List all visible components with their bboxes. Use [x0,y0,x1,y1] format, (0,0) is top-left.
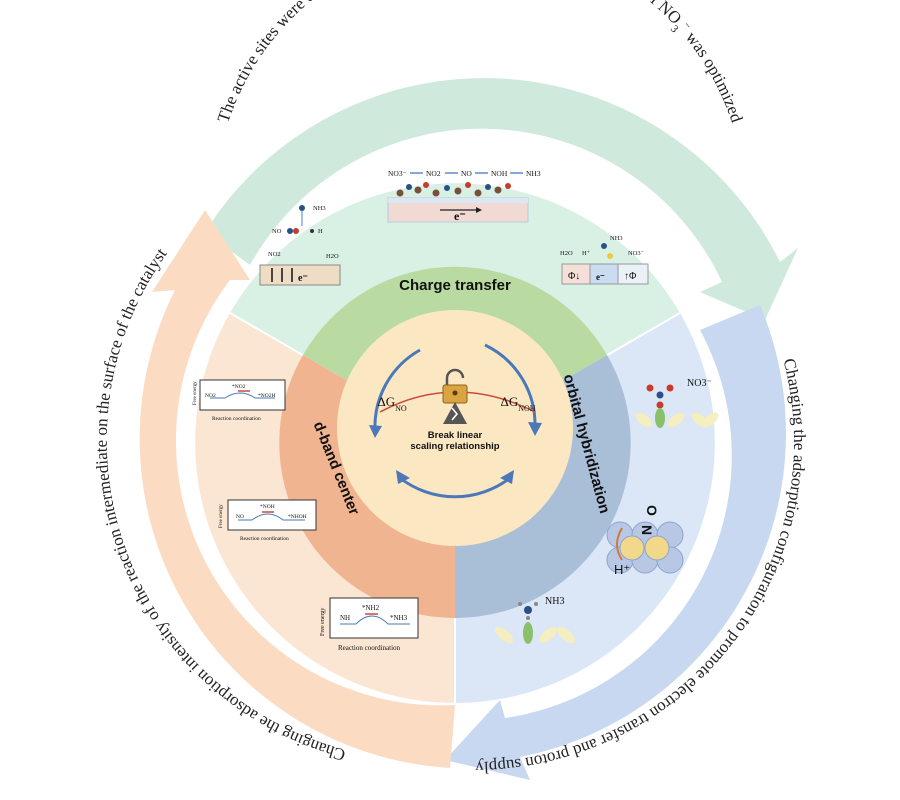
electron-top: e⁻ [454,209,466,223]
svg-text:NO2: NO2 [205,393,216,399]
svg-text:NO: NO [272,228,282,235]
svg-text:H2O: H2O [560,250,573,257]
svg-text:Free energy: Free energy [193,381,198,405]
dband-plot-1: NO2 *NO2 *NO2H Free energy Reaction coor… [193,379,286,422]
svg-text:NH3: NH3 [545,596,564,607]
outer-arrow-top [205,78,798,320]
outer-arrow-left [139,210,455,768]
svg-text:e⁻: e⁻ [596,272,605,282]
outer-ring [139,78,798,780]
svg-text:Free energy: Free energy [320,608,326,636]
svg-text:H⁺: H⁺ [614,562,630,577]
svg-text:e⁻: e⁻ [298,273,308,284]
break-icon [443,402,467,424]
catalyst-surface-top: e⁻ [387,182,529,223]
svg-text:NH3: NH3 [313,205,326,212]
svg-text:H2O: H2O [326,253,339,260]
svg-text:NO3⁻: NO3⁻ [628,250,645,257]
center-arrow-bottom [399,476,511,499]
orbital-lobes-1 [635,408,719,428]
center-hub: ΔGNO ΔGNOH Break linear scaling relation… [337,310,573,546]
svg-text:Φ↓: Φ↓ [568,271,580,282]
svg-text:O: O [644,505,660,516]
svg-text:*NH3: *NH3 [390,614,408,622]
path-noh: NOH [491,169,508,178]
svg-text:↑Φ: ↑Φ [624,271,636,282]
svg-text:Reaction coordination: Reaction coordination [212,416,261,422]
path-no2: NO2 [426,169,441,178]
svg-text:H: H [318,228,323,235]
path-nh3: NH3 [526,169,541,178]
svg-text:Free energy: Free energy [219,504,224,528]
outer-arrow-right [445,305,786,780]
orbital-nh3: NH3 [494,596,576,644]
charge-left-illustration: NH3 NO H NO2 H2O e⁻ [259,205,341,286]
path-no: NO [461,169,472,178]
svg-text:NO2: NO2 [268,251,281,258]
dband-plot-3: NH *NH2 *NH3 Free energy Reaction coordi… [320,597,419,652]
svg-text:N: N [639,525,655,535]
center-arrow-left [373,348,421,431]
svg-text:H⁺: H⁺ [582,250,591,257]
svg-text:*NO2H: *NO2H [258,393,275,399]
charge-right-illustration: H2O H⁺ NH3 NO3⁻ Φ↓ e⁻ ↑Φ [560,235,649,285]
svg-text:NH: NH [340,614,350,622]
orbital-no3: NO3⁻ [635,378,719,428]
svg-text:Reaction coordination: Reaction coordination [338,644,401,652]
svg-text:*NH2: *NH2 [362,604,380,612]
center-label-2: scaling relationship [410,441,499,452]
svg-text:*NHOH: *NHOH [288,514,307,520]
svg-text:*NOH: *NOH [260,504,275,510]
svg-text:Reaction coordination: Reaction coordination [240,536,289,542]
svg-text:NO: NO [236,514,244,520]
label-charge-transfer: Charge transfer [399,277,511,294]
charge-pathway: NO3⁻ NO2 NO NOH NH3 [388,169,541,178]
svg-text:*NO2: *NO2 [232,384,246,390]
svg-text:NH3: NH3 [610,235,623,242]
center-arrow-right [484,343,537,426]
orbital-lattice: O N H⁺ [606,505,684,577]
center-label-1: Break linear [428,430,483,441]
dg-no: ΔGNO [377,394,407,413]
dg-noh: ΔGNOH [500,394,535,413]
svg-text:NO3⁻: NO3⁻ [687,378,712,389]
path-no3: NO3⁻ [388,169,407,178]
dband-plot-2: NO *NOH *NHOH Free energy Reaction coord… [219,499,317,542]
